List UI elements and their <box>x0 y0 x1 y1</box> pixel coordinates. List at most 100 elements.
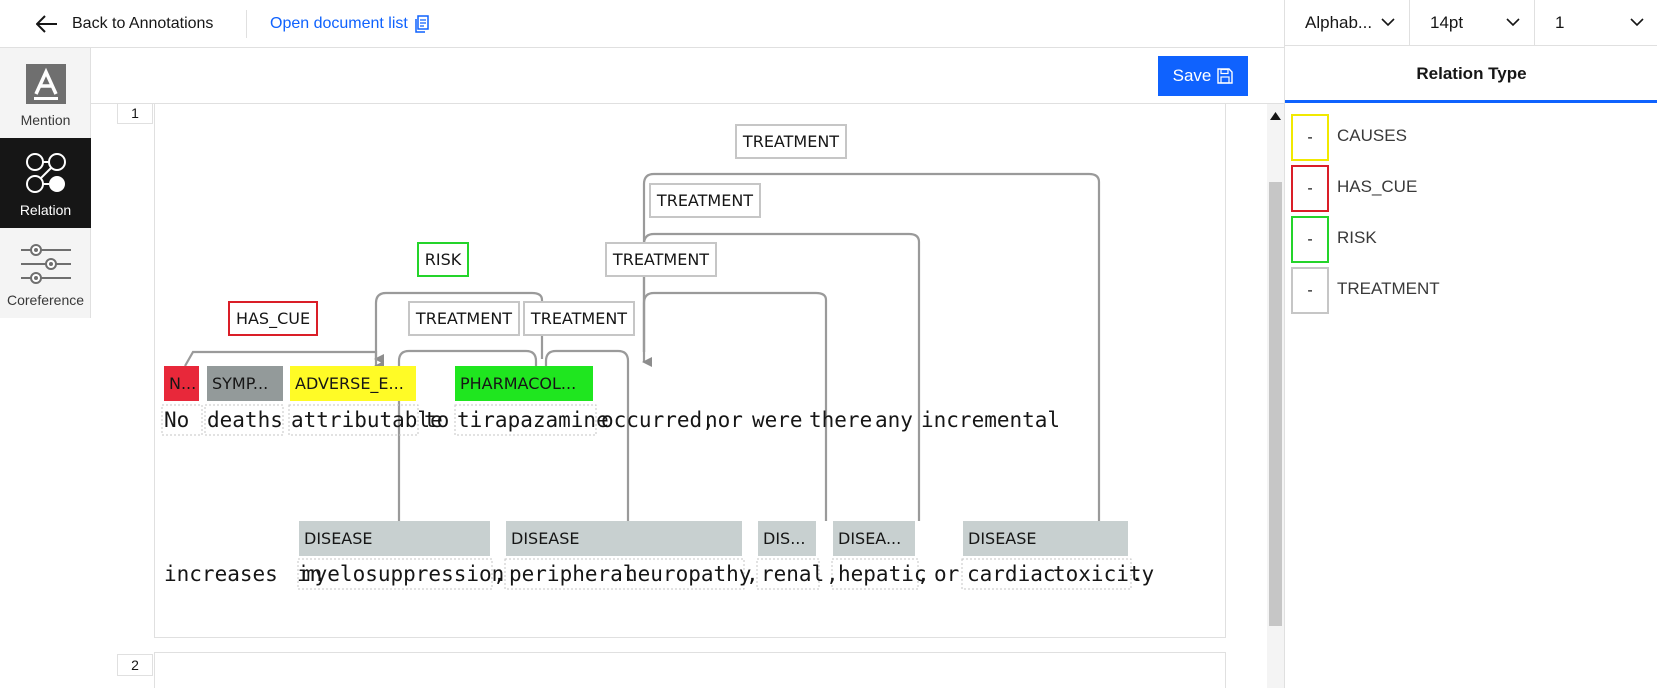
entity-chip[interactable] <box>207 366 283 401</box>
entity-label: DISEASE <box>304 529 373 548</box>
token-word[interactable]: were <box>752 408 803 432</box>
relation-label-box[interactable] <box>649 183 761 218</box>
save-label: Save <box>1172 66 1212 85</box>
open-document-list-link[interactable]: Open document list <box>270 12 430 36</box>
token-word[interactable]: hepatic <box>838 562 927 586</box>
tool-label: Relation <box>19 202 72 218</box>
relation-arc[interactable] <box>544 349 630 521</box>
relation-label: HAS_CUE <box>236 309 310 329</box>
entity-label: DIS... <box>763 529 805 548</box>
relation-label: TREATMENT <box>612 250 709 269</box>
relation-arc[interactable] <box>184 350 384 371</box>
token-word[interactable]: to <box>424 408 449 432</box>
token-word[interactable]: there <box>809 408 872 432</box>
entity-chip[interactable] <box>833 521 915 556</box>
entity-chip[interactable] <box>299 521 490 556</box>
token-word[interactable]: any <box>875 408 913 432</box>
relation-type-title: Relation Type <box>1416 63 1527 83</box>
token-word[interactable]: , <box>746 562 759 586</box>
relation-type-label: RISK <box>1337 228 1377 247</box>
relation-label: TREATMENT <box>530 309 627 328</box>
relation-label: TREATMENT <box>656 191 753 210</box>
entity-label: N... <box>169 374 196 393</box>
token-word[interactable]: peripheral <box>509 562 635 586</box>
token-word[interactable]: in <box>297 562 322 586</box>
scroll-thumb[interactable] <box>1269 182 1282 626</box>
sentence-2 <box>154 652 1226 688</box>
font-size-value: 14pt <box>1430 13 1464 32</box>
back-to-annotations-link[interactable]: Back to Annotations <box>36 12 213 36</box>
relation-type-tab[interactable]: Relation Type <box>1285 47 1657 103</box>
relation-label-box[interactable] <box>735 124 847 159</box>
token-word[interactable]: deaths <box>207 408 283 432</box>
relation-type-item[interactable]: - CAUSES <box>1285 112 1657 163</box>
line-number: 2 <box>117 654 153 676</box>
token-word[interactable]: , <box>493 562 506 586</box>
token-word[interactable]: No <box>164 408 189 432</box>
sort-dropdown[interactable]: Alphab... <box>1285 0 1410 46</box>
scroll-up-arrow-icon[interactable] <box>1270 112 1281 120</box>
relation-label-box[interactable] <box>523 301 635 336</box>
document-scrollbar[interactable] <box>1267 104 1284 688</box>
token-box <box>454 404 597 436</box>
token-word[interactable]: or <box>934 562 959 586</box>
token-word[interactable]: incremental <box>921 408 1060 432</box>
relation-type-label: TREATMENT <box>1337 279 1440 298</box>
entity-chip[interactable] <box>963 521 1128 556</box>
arrow-left-icon <box>36 15 57 33</box>
token-word[interactable]: , <box>917 562 930 586</box>
token-word[interactable]: increases <box>164 562 278 586</box>
token-box <box>297 558 493 590</box>
relation-type-label: CAUSES <box>1337 126 1407 145</box>
top-bar: Back to Annotations Open document list <box>0 0 1284 48</box>
token-word[interactable]: tirapazamine <box>457 408 609 432</box>
tool-relation[interactable]: Relation <box>0 138 91 228</box>
relation-type-item[interactable]: - RISK <box>1285 214 1657 265</box>
relation-label-box[interactable] <box>408 301 520 336</box>
relation-label-box[interactable] <box>417 242 469 277</box>
token-word[interactable]: nor <box>705 408 743 432</box>
token-word[interactable]: cardiac <box>967 562 1056 586</box>
token-word[interactable]: renal <box>761 562 824 586</box>
relation-arc[interactable] <box>397 349 538 521</box>
open-list-label: Open document list <box>270 15 408 32</box>
token-word[interactable]: , <box>826 562 839 586</box>
entity-chip[interactable] <box>455 366 593 401</box>
relation-arc[interactable] <box>642 291 828 521</box>
token-word[interactable]: toxicity <box>1053 562 1154 586</box>
entity-label: DISEASE <box>968 529 1037 548</box>
relation-type-item[interactable]: - HAS_CUE <box>1285 163 1657 214</box>
entity-chip[interactable] <box>506 521 742 556</box>
relation-color-swatch: - <box>1291 114 1329 161</box>
relation-color-swatch: - <box>1291 267 1329 314</box>
relation-label: TREATMENT <box>742 132 839 151</box>
back-label: Back to Annotations <box>72 15 214 32</box>
token-box <box>204 404 284 436</box>
relation-type-item[interactable]: - TREATMENT <box>1285 265 1657 316</box>
token-word[interactable]: occurred, <box>601 408 715 432</box>
relation-label-box[interactable] <box>605 242 717 277</box>
token-word[interactable]: attributable <box>291 408 443 432</box>
relation-arc[interactable] <box>374 291 544 364</box>
relation-label-box[interactable] <box>228 301 318 336</box>
token-word[interactable]: neuropathy <box>625 562 751 586</box>
entity-chip[interactable] <box>164 366 199 401</box>
entity-label: ADVERSE_E... <box>295 374 404 394</box>
line-number: 1 <box>117 104 153 124</box>
relation-label: TREATMENT <box>415 309 512 328</box>
font-size-dropdown[interactable]: 14pt <box>1410 0 1535 46</box>
entity-chip[interactable] <box>290 366 416 401</box>
page-dropdown[interactable]: 1 <box>1535 0 1657 46</box>
tool-coreference[interactable]: Coreference <box>0 228 91 318</box>
tool-mention[interactable]: Mention <box>0 48 91 138</box>
relation-arc[interactable] <box>642 172 1101 521</box>
token-box <box>831 558 919 590</box>
relation-arc[interactable] <box>642 232 921 521</box>
annotation-tool-rail: Mention Relation Coreference <box>0 48 91 318</box>
token-word[interactable]: myelosuppression <box>302 562 504 586</box>
token-word[interactable]: . <box>1131 562 1144 586</box>
token-box <box>756 558 820 590</box>
entity-chip[interactable] <box>758 521 816 556</box>
save-button[interactable]: Save <box>1158 56 1248 96</box>
